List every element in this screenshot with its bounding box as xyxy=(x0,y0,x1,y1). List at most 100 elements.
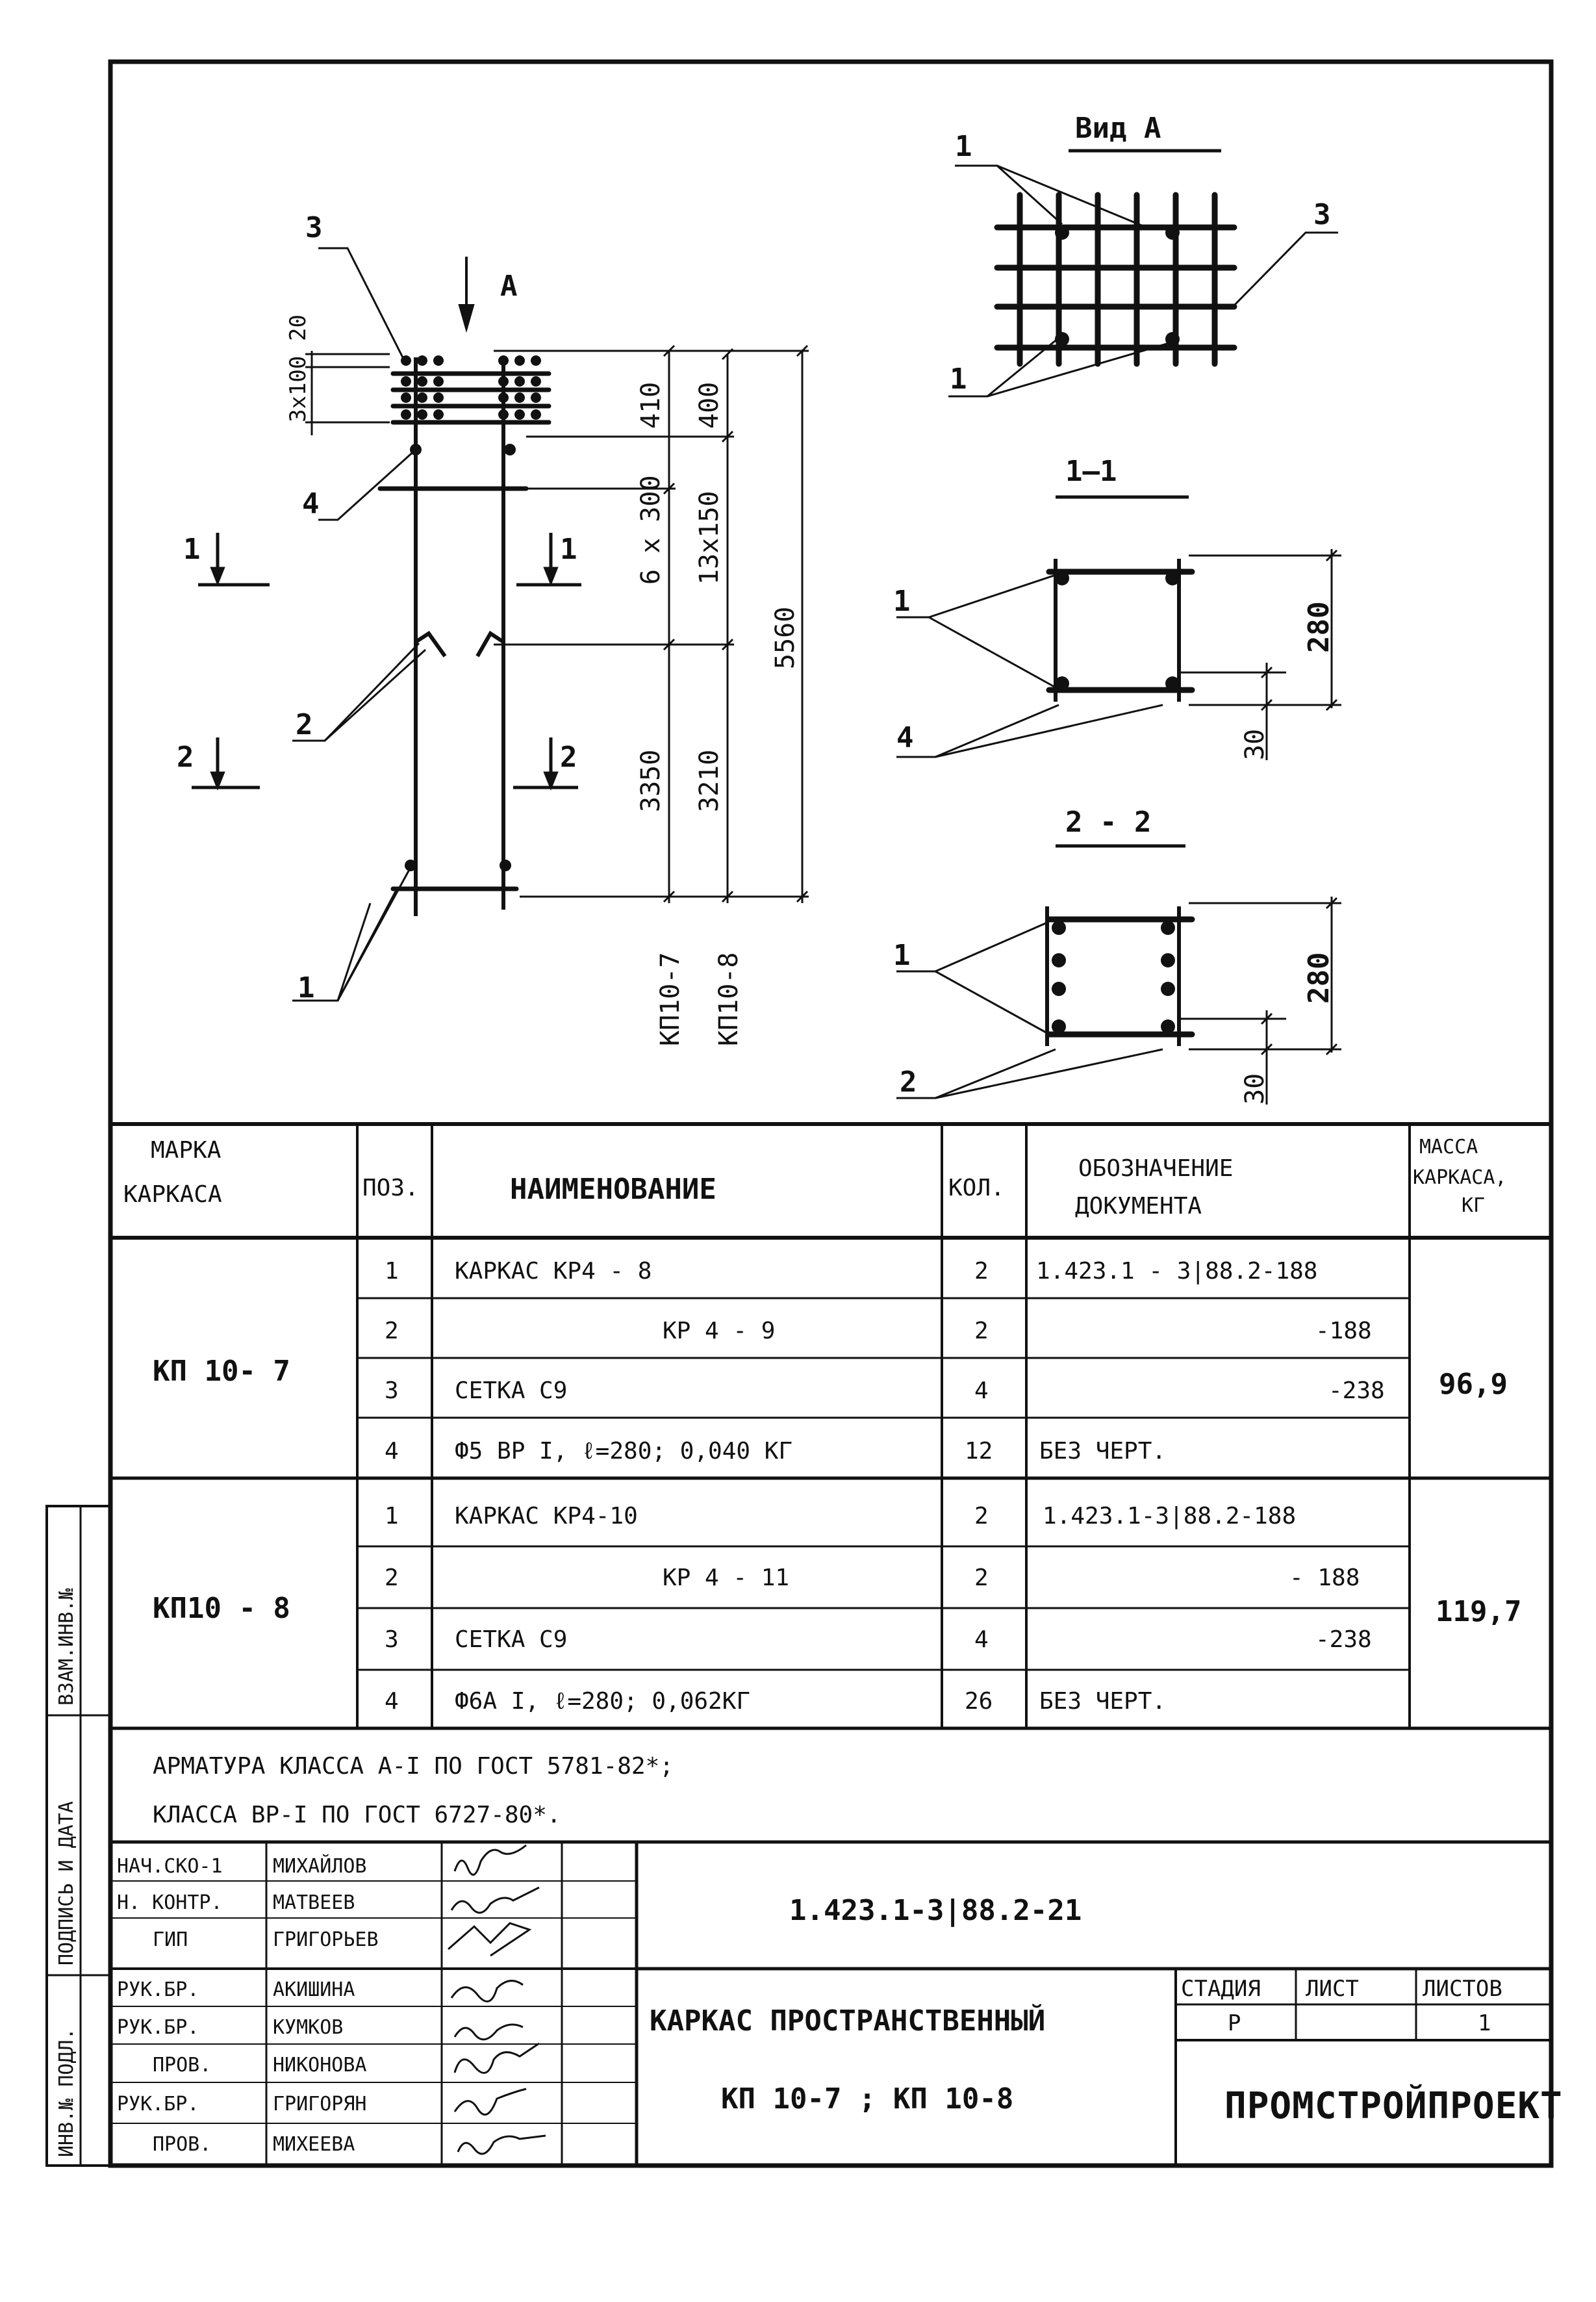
staff-role-7: РУК.БР. xyxy=(117,2093,199,2116)
stage-value: Р xyxy=(1228,2010,1241,2036)
dim-6x300: 6 x 300 xyxy=(636,475,666,585)
header-pos: ПОЗ. xyxy=(362,1175,419,1201)
side-stamp-replacement: ВЗАМ.ИНВ.№ xyxy=(55,1588,78,1706)
section-marker-1-right: 1 xyxy=(560,533,577,566)
stage-header: СТАДИЯ xyxy=(1181,1976,1261,2002)
callout-1: 1 xyxy=(298,971,315,1004)
g2-r4-pos: 4 xyxy=(385,1688,399,1715)
staff-role-2: Н. КОНТР. xyxy=(117,1891,223,1914)
section-marker-2-left: 2 xyxy=(177,741,194,774)
g1-r2-pos: 2 xyxy=(385,1318,399,1344)
g2-r1-doc: 1.423.1-3|88.2-188 xyxy=(1043,1503,1296,1529)
note-line-2: КЛАССА ВР-I ПО ГОСТ 6727-80*. xyxy=(153,1802,561,1828)
staff-role-1: НАЧ.СКО-1 xyxy=(117,1855,223,1878)
g2-r4-qty: 26 xyxy=(965,1688,993,1715)
view-a-callout-1-top: 1 xyxy=(955,130,972,163)
label-kp10-7: КП10-7 xyxy=(655,953,685,1047)
dim-3350: 3350 xyxy=(636,750,666,812)
view-arrow-label: А xyxy=(500,270,518,303)
callout-4: 4 xyxy=(302,487,320,520)
staff-name-5: КУМКОВ xyxy=(273,2016,343,2039)
section-2-callout-2: 2 xyxy=(900,1066,917,1099)
signatures xyxy=(448,1844,546,2155)
section-1-title: 1–1 xyxy=(1065,455,1117,488)
g1-r3-name: СЕТКА С9 xyxy=(455,1377,567,1404)
g2-r2-pos: 2 xyxy=(385,1565,399,1591)
mesh-rebar-dots xyxy=(401,355,541,871)
dim-13x150: 13x150 xyxy=(694,491,724,585)
callout-3: 3 xyxy=(305,211,323,244)
header-mark-line1: МАРКА xyxy=(151,1137,222,1164)
note-line-1: АРМАТУРА КЛАССА А-I ПО ГОСТ 5781-82*; xyxy=(153,1753,674,1780)
label-kp10-8: КП10-8 xyxy=(714,953,744,1047)
side-stamp-signature: ПОДПИСЬ И ДАТА xyxy=(55,1801,78,1965)
g1-r4-name: Ф5 ВР I, ℓ=280; 0,040 КГ xyxy=(455,1438,792,1464)
header-name: НАИМЕНОВАНИЕ xyxy=(510,1173,716,1206)
g2-r3-doc: -238 xyxy=(1315,1626,1372,1653)
staff-name-8: МИХЕЕВА xyxy=(273,2133,355,2156)
section-1-callout-4: 4 xyxy=(896,721,914,754)
section-1-dim-30: 30 xyxy=(1240,729,1270,760)
group1-mass: 96,9 xyxy=(1439,1368,1508,1401)
callout-2: 2 xyxy=(296,708,313,741)
g2-r4-doc: БЕЗ ЧЕРТ. xyxy=(1039,1688,1166,1715)
section-marker-2-right: 2 xyxy=(560,741,577,774)
g1-r4-doc: БЕЗ ЧЕРТ. xyxy=(1039,1438,1166,1464)
g2-r3-qty: 4 xyxy=(974,1626,989,1653)
section-1-callout-1: 1 xyxy=(893,585,911,618)
view-a-callout-1-bottom: 1 xyxy=(950,363,967,396)
section-1-1: 1–1 280 30 xyxy=(893,455,1341,760)
section-2-2: 2 - 2 xyxy=(893,806,1341,1105)
section-marker-1-left: 1 xyxy=(183,533,201,566)
sheet-header: ЛИСТ xyxy=(1306,1976,1359,2002)
staff-name-2: МАТВЕЕВ xyxy=(273,1891,355,1914)
g2-r4-name: Ф6А I, ℓ=280; 0,062КГ xyxy=(455,1688,750,1715)
g1-r2-doc: -188 xyxy=(1315,1318,1372,1344)
g1-r3-pos: 3 xyxy=(385,1377,399,1404)
drawing-title-line2: КП 10-7 ; КП 10-8 xyxy=(721,2082,1013,2116)
organization-name: ПРОМСТРОЙПРОЕКТ xyxy=(1224,2084,1563,2127)
doc-code: 1.423.1-3|88.2-21 xyxy=(789,1894,1082,1927)
staff-role-6: ПРОВ. xyxy=(153,2054,211,2077)
staff-name-4: АКИШИНА xyxy=(273,1978,355,2001)
view-a: Вид А 1 1 3 xyxy=(948,112,1338,398)
g1-r1-qty: 2 xyxy=(974,1258,989,1285)
drawing-title-line1: КАРКАС ПРОСТРАНСТВЕННЫЙ xyxy=(650,2003,1045,2038)
g1-r1-doc: 1.423.1 - 3|88.2-188 xyxy=(1036,1258,1317,1285)
header-mass-line2: КАРКАСА, xyxy=(1413,1166,1507,1189)
sheets-value: 1 xyxy=(1478,2010,1491,2036)
g2-r1-pos: 1 xyxy=(385,1503,399,1529)
sheet-frame xyxy=(108,59,1554,2168)
title-block xyxy=(110,1840,1551,2166)
sheets-header: ЛИСТОВ xyxy=(1423,1976,1502,2002)
g1-r3-doc: -238 xyxy=(1328,1377,1385,1404)
group2-mark: КП10 - 8 xyxy=(153,1592,290,1625)
header-qty: КОЛ. xyxy=(948,1175,1005,1201)
staff-list: НАЧ.СКО-1 МИХАЙЛОВ Н. КОНТР. МАТВЕЕВ ГИП… xyxy=(117,1854,379,2156)
staff-role-5: РУК.БР. xyxy=(117,2016,199,2039)
staff-role-8: ПРОВ. xyxy=(153,2133,211,2156)
section-2-title: 2 - 2 xyxy=(1065,806,1151,839)
g1-r2-name: КР 4 - 9 xyxy=(663,1318,775,1344)
header-mass-line1: МАССА xyxy=(1419,1136,1478,1158)
dim-3210: 3210 xyxy=(694,750,724,812)
g1-r1-name: КАРКАС КР4 - 8 xyxy=(455,1258,652,1285)
g1-r4-qty: 12 xyxy=(965,1438,993,1464)
section-2-dim-280: 280 xyxy=(1302,953,1336,1004)
g1-r4-pos: 4 xyxy=(385,1438,399,1464)
g2-r2-name: КР 4 - 11 xyxy=(663,1565,789,1591)
g2-r2-qty: 2 xyxy=(974,1565,989,1591)
side-stamp xyxy=(45,1505,112,2167)
staff-name-6: НИКОНОВА xyxy=(273,2054,367,2077)
section-1-dim-280: 280 xyxy=(1302,602,1336,653)
g2-r2-doc: - 188 xyxy=(1289,1565,1360,1591)
header-mass-line3: КГ xyxy=(1462,1194,1485,1217)
notes: АРМАТУРА КЛАССА А-I ПО ГОСТ 5781-82*; КЛ… xyxy=(153,1753,674,1828)
staff-name-1: МИХАЙЛОВ xyxy=(273,1854,367,1878)
section-2-dim-30: 30 xyxy=(1240,1073,1270,1105)
group1-mark: КП 10- 7 xyxy=(153,1355,290,1388)
group2-mass: 119,7 xyxy=(1436,1595,1521,1628)
header-doc-line1: ОБОЗНАЧЕНИЕ xyxy=(1078,1155,1233,1182)
g2-r1-name: КАРКАС КР4-10 xyxy=(455,1503,638,1529)
